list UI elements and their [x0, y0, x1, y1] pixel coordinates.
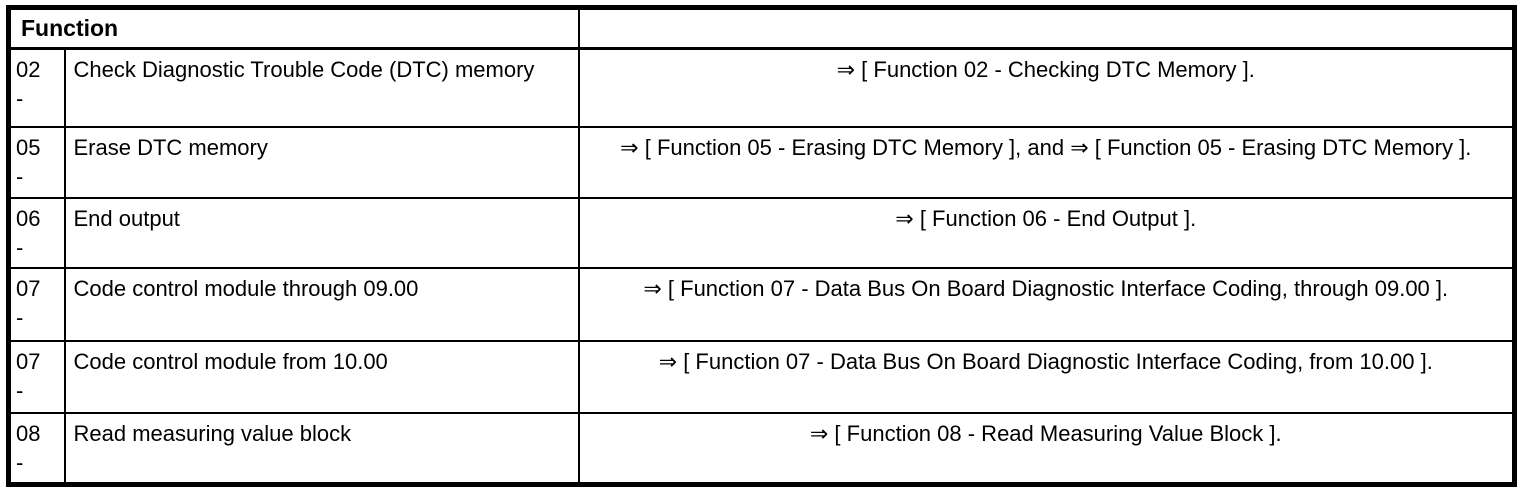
table-row: 02 - Check Diagnostic Trouble Code (DTC)…: [7, 47, 1516, 128]
function-reference: ⇒ [ Function 02 - Checking DTC Memory ].: [577, 47, 1516, 128]
function-code: 07: [16, 275, 41, 301]
function-code-cell: 02 -: [7, 47, 66, 128]
function-reference-table: Function 02 - Check Diagnostic Trouble C…: [6, 5, 1517, 487]
function-code-dash: -: [16, 163, 24, 189]
function-code-dash: -: [16, 86, 24, 111]
table-header-row: Function: [7, 6, 1516, 50]
function-code: 02: [16, 57, 41, 82]
function-code-cell: 06 -: [7, 196, 66, 269]
function-reference: ⇒ [ Function 06 - End Output ].: [577, 196, 1516, 269]
function-reference: ⇒ [ Function 07 - Data Bus On Board Diag…: [577, 266, 1516, 342]
function-reference: ⇒ [ Function 08 - Read Measuring Value B…: [577, 411, 1516, 486]
function-code-cell: 07 -: [7, 266, 66, 342]
table-row: 06 - End output ⇒ [ Function 06 - End Ou…: [7, 196, 1516, 269]
function-code: 08: [16, 420, 41, 446]
function-code-dash: -: [16, 449, 24, 475]
table-row: 05 - Erase DTC memory ⇒ [ Function 05 - …: [7, 125, 1516, 199]
function-description: Code control module through 09.00: [63, 266, 580, 342]
function-description: Check Diagnostic Trouble Code (DTC) memo…: [63, 47, 580, 128]
function-description: Read measuring value block: [63, 411, 580, 486]
table-row: 08 - Read measuring value block ⇒ [ Func…: [7, 411, 1516, 486]
function-code: 07: [16, 348, 41, 374]
function-code-cell: 08 -: [7, 411, 66, 486]
reference-column-header: [577, 6, 1516, 50]
function-code: 05: [16, 134, 41, 160]
function-description: End output: [63, 196, 580, 269]
function-description: Erase DTC memory: [63, 125, 580, 199]
function-code-dash: -: [16, 234, 24, 260]
function-description: Code control module from 10.00: [63, 339, 580, 414]
function-code-dash: -: [16, 304, 24, 330]
function-reference: ⇒ [ Function 05 - Erasing DTC Memory ], …: [577, 125, 1516, 199]
table-row: 07 - Code control module through 09.00 ⇒…: [7, 266, 1516, 342]
function-code-cell: 07 -: [7, 339, 66, 414]
table-row: 07 - Code control module from 10.00 ⇒ [ …: [7, 339, 1516, 414]
function-reference: ⇒ [ Function 07 - Data Bus On Board Diag…: [577, 339, 1516, 414]
function-column-header: Function: [7, 6, 580, 50]
function-code-cell: 05 -: [7, 125, 66, 199]
function-code: 06: [16, 205, 41, 231]
function-code-dash: -: [16, 377, 24, 403]
